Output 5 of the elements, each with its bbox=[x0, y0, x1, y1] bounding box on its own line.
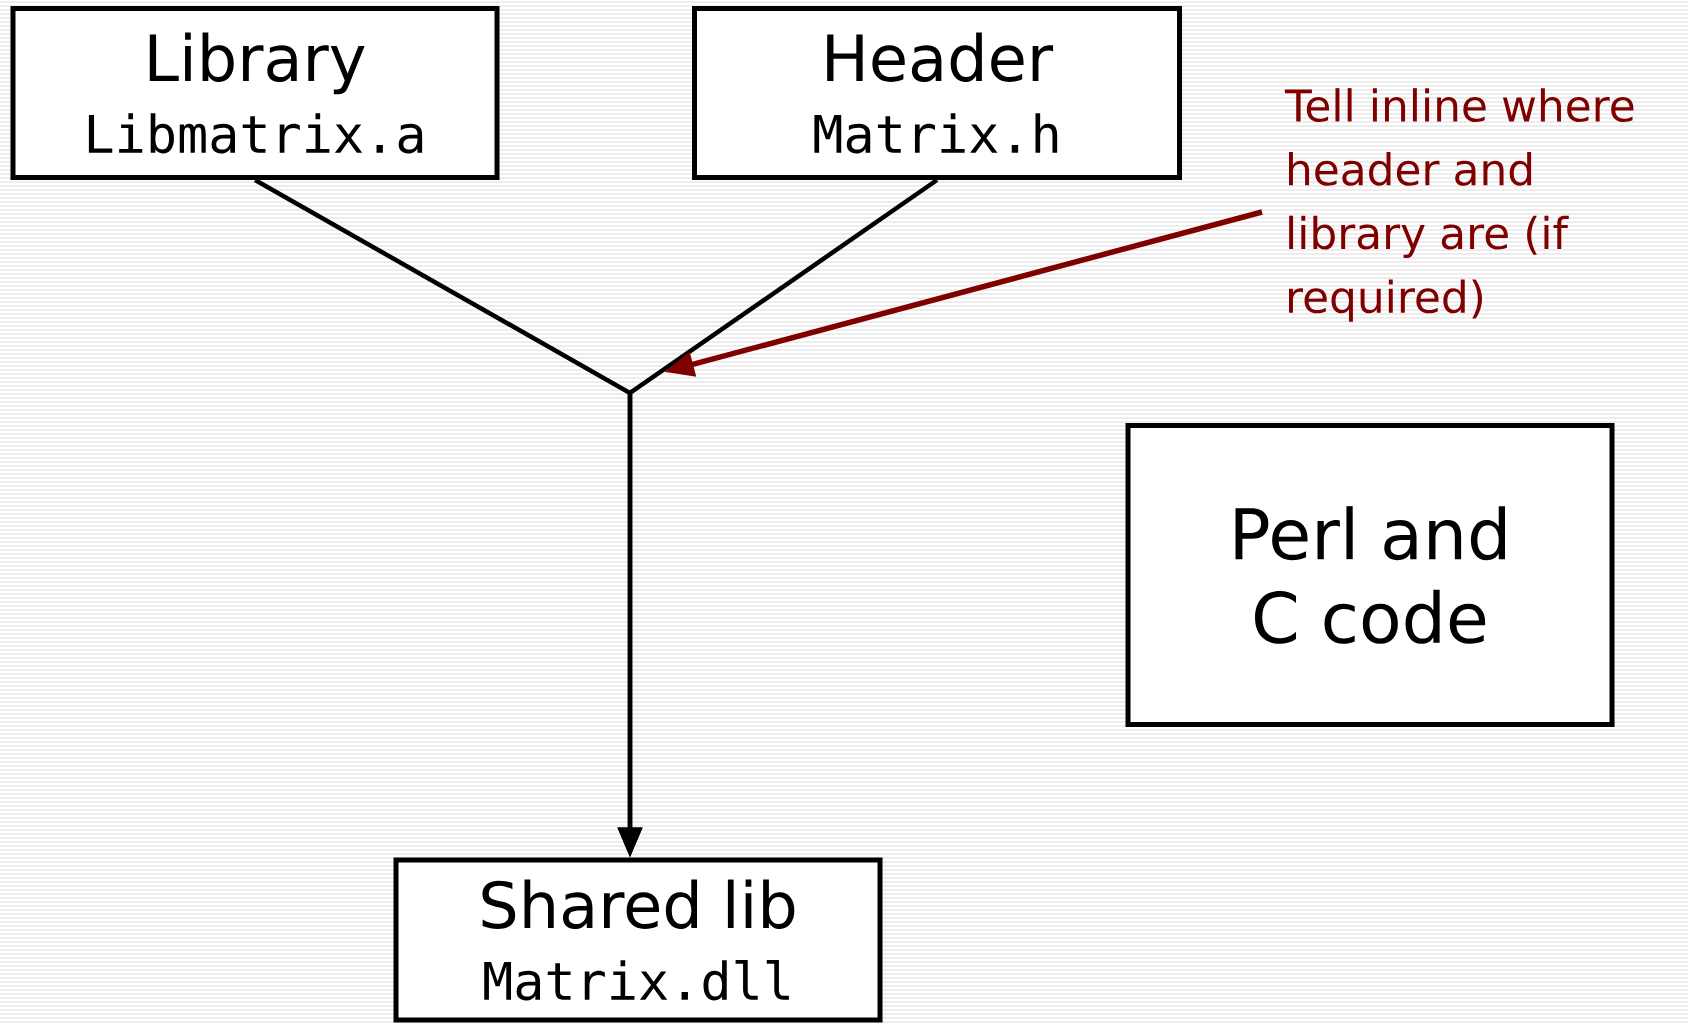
box: Perl and C code bbox=[1125, 423, 1615, 727]
note-text: Tell inline where header and library are (if required) bbox=[1284, 88, 1634, 322]
box: Header Matrix.h bbox=[692, 6, 1182, 180]
box: Library Libmatrix.a bbox=[10, 6, 500, 180]
box: Shared lib Matrix.dll bbox=[393, 857, 883, 1023]
